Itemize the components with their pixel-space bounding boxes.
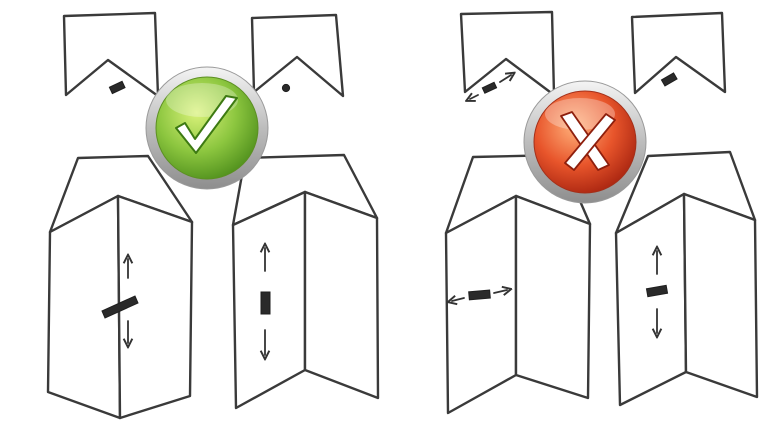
grain-mark — [661, 73, 677, 86]
grain-mark — [469, 290, 491, 300]
collar-piece — [632, 13, 725, 93]
grain-mark — [282, 84, 289, 91]
collar-piece — [64, 13, 158, 96]
correct-badge — [146, 67, 268, 189]
folding-screen — [233, 155, 378, 408]
correct-example-panel — [48, 13, 378, 418]
grain-mark — [109, 81, 125, 93]
arrow-left-icon — [470, 95, 478, 99]
folding-screen — [616, 152, 757, 405]
collar-piece — [252, 15, 343, 96]
grain-mark — [261, 292, 270, 314]
folding-screen — [48, 156, 192, 418]
arrow-right-icon — [500, 75, 511, 82]
incorrect-badge — [524, 81, 646, 203]
grain-mark — [482, 82, 496, 93]
collar-piece — [461, 12, 554, 99]
incorrect-example-panel — [446, 12, 757, 413]
